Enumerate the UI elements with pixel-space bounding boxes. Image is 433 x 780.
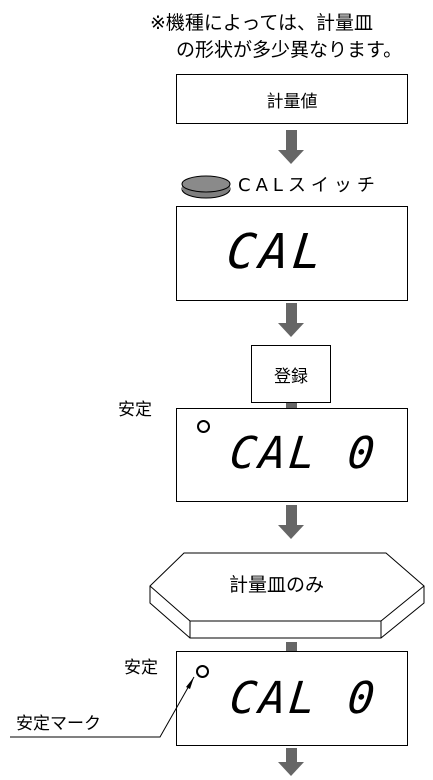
- display-cal-box: [176, 206, 408, 301]
- note-line-2: の形状が多少異なります。: [176, 39, 403, 61]
- note-line-1: ※機種によっては、計量皿: [150, 12, 374, 34]
- stability-label-1: 安定: [118, 400, 152, 420]
- register-button[interactable]: 登録: [251, 345, 331, 403]
- down-arrow-icon: [278, 303, 304, 337]
- down-arrow-icon: [278, 130, 304, 164]
- display-cal0-text-2: CAL 0: [227, 673, 381, 724]
- display-cal-text: CAL: [224, 224, 329, 280]
- cal-switch-label: CALスイッチ: [238, 175, 380, 196]
- display-cal0-box-2: [176, 651, 408, 746]
- down-arrow-icon: [278, 505, 304, 539]
- stability-label-2: 安定: [124, 658, 158, 678]
- display-cal0-box-1: [176, 408, 408, 502]
- display-cal0-text-1: CAL 0: [227, 428, 381, 479]
- callout-leader-line: [10, 676, 195, 738]
- stability-indicator-icon: [196, 665, 209, 678]
- measured-value-box: 計量値: [176, 74, 408, 124]
- down-arrow-icon: [278, 748, 304, 776]
- register-button-label: 登録: [274, 366, 308, 387]
- measured-value-label: 計量値: [266, 91, 318, 112]
- weighing-pan-shape: [149, 552, 425, 639]
- stability-indicator-icon: [197, 420, 210, 433]
- stability-mark-label: 安定マーク: [16, 714, 101, 734]
- cal-switch-icon[interactable]: [181, 173, 242, 203]
- pan-only-label: 計量皿のみ: [229, 574, 325, 596]
